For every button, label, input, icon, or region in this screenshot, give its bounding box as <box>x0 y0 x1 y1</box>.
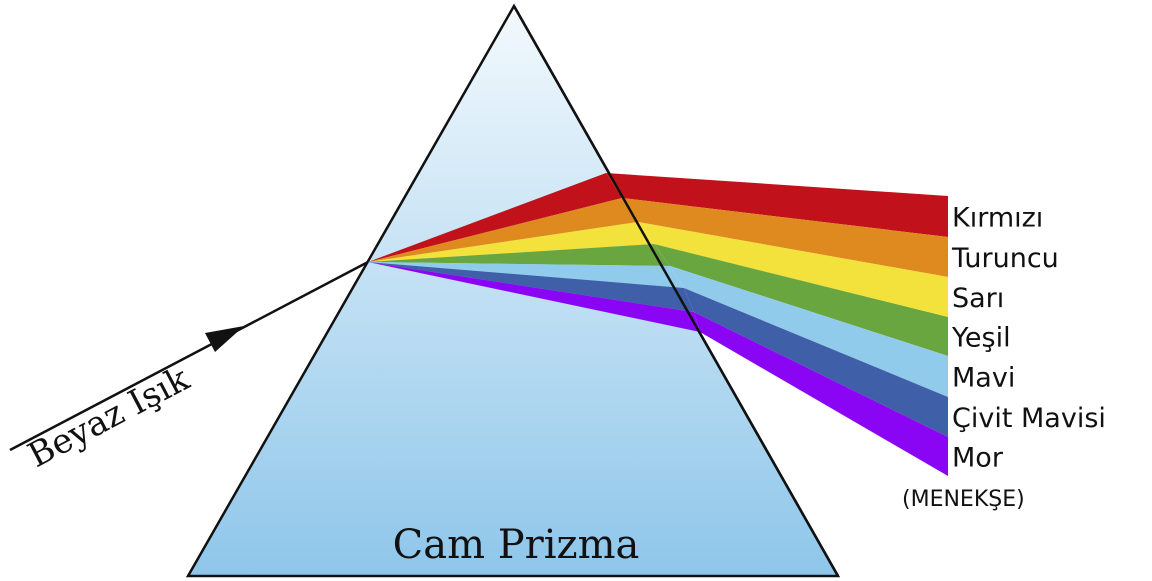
spectrum-band <box>622 198 948 277</box>
spectrum-band <box>638 222 948 317</box>
spectrum-band <box>684 288 948 437</box>
spectrum-color-label: Mavi <box>952 363 1015 394</box>
spectrum-wedge <box>368 198 638 262</box>
prism-right-edge <box>512 5 840 577</box>
prism-label: Cam Prizma <box>393 522 640 568</box>
white-light-ray <box>9 260 369 452</box>
spectrum-color-label: Kırmızı <box>952 203 1043 234</box>
arrow-head-icon <box>205 326 244 352</box>
spectrum-band <box>694 312 948 476</box>
spectrum-color-label: Turuncu <box>951 243 1059 274</box>
spectrum-color-label: Yeşil <box>951 323 1011 354</box>
spectrum-color-label: Mor <box>952 443 1004 474</box>
spectrum-wedge <box>368 173 622 262</box>
spectrum-band <box>670 266 948 397</box>
spectrum-band <box>606 173 948 237</box>
spectrum-band <box>654 244 948 356</box>
spectrum-color-label: Çivit Mavisi <box>952 403 1106 434</box>
spectrum-color-label: Sarı <box>952 283 1004 314</box>
spectrum-wedge <box>368 262 700 332</box>
spectrum-wedge <box>368 244 670 266</box>
spectrum-bands <box>368 173 948 476</box>
spectrum-wedge <box>368 222 654 262</box>
mor-note-label: (MENEKŞE) <box>902 487 1025 512</box>
white-light-label: Beyaz Işık <box>22 359 196 476</box>
